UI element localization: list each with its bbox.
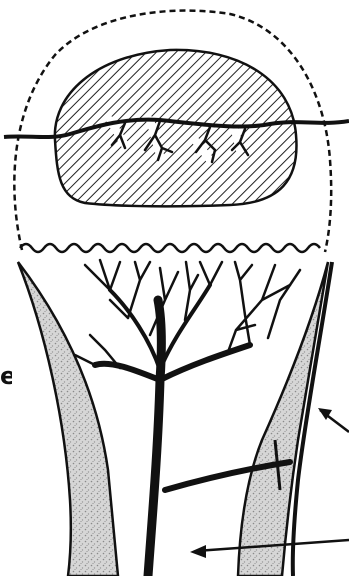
central-artery — [148, 300, 161, 576]
vascular-tree — [75, 260, 300, 380]
growth-plate — [20, 244, 320, 252]
partial-label: e — [0, 364, 12, 388]
right-cortex — [238, 262, 328, 576]
left-cortex — [18, 262, 118, 576]
